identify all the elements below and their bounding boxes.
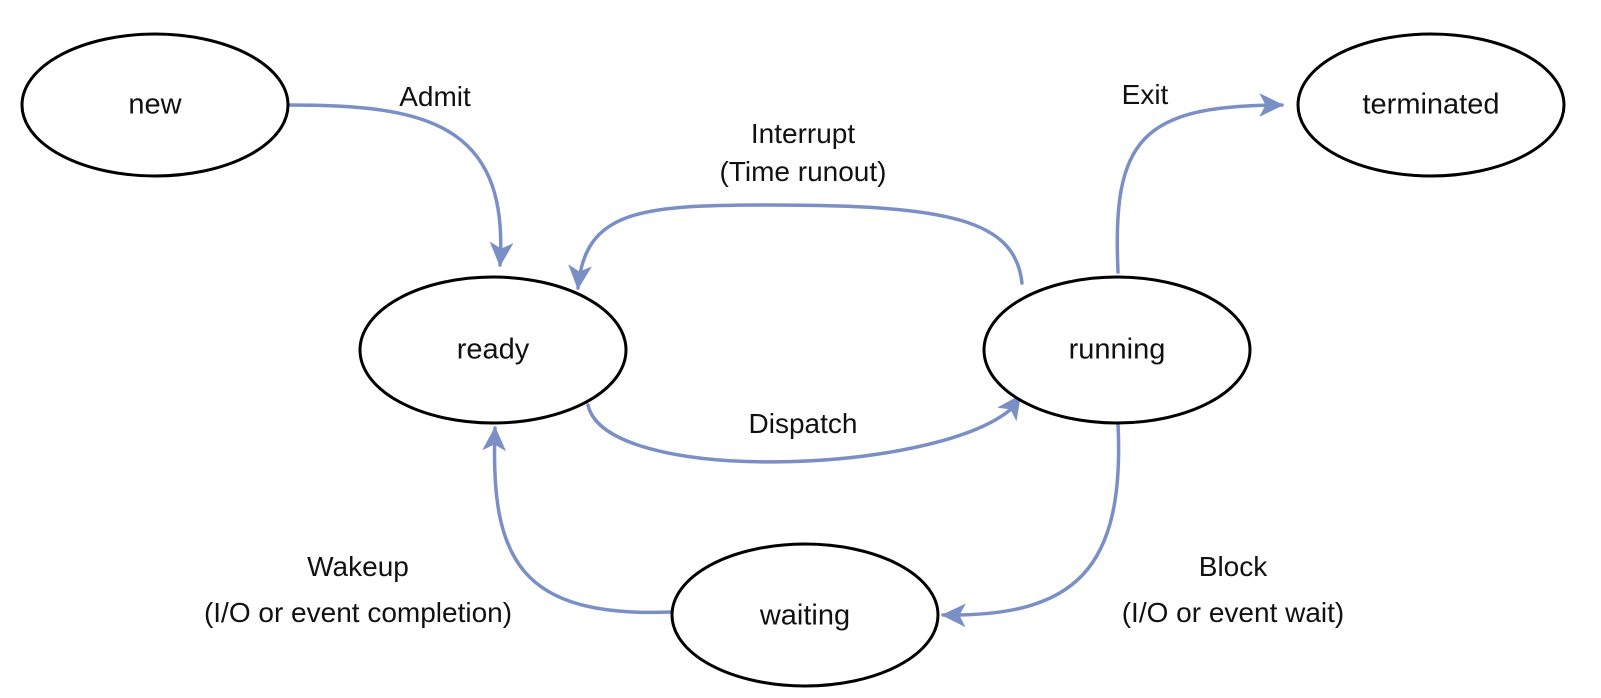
edge-wakeup-label-line2: (I/O or event completion) — [204, 597, 512, 628]
edge-wakeup-label-line1: Wakeup — [307, 551, 409, 582]
state-running-shape — [982, 275, 1252, 425]
edge-dispatch — [586, 394, 1022, 464]
state-new-label: new — [128, 89, 182, 121]
state-waiting-shape — [670, 542, 940, 688]
edge-block — [941, 421, 1121, 628]
edge-dispatch-label: Dispatch — [749, 408, 858, 439]
edges — [286, 93, 1284, 628]
state-running: running — [982, 275, 1252, 425]
edge-interrupt — [568, 203, 1024, 290]
edge-exit — [1115, 93, 1284, 274]
state-ready-shape — [358, 275, 628, 425]
edge-exit-label: Exit — [1122, 79, 1169, 110]
state-waiting: waiting — [670, 542, 940, 688]
edge-interrupt-label-line2: (Time runout) — [719, 156, 886, 187]
state-waiting-label: waiting — [759, 600, 850, 632]
edge-admit — [286, 103, 514, 267]
state-terminated: terminated — [1296, 32, 1566, 178]
state-terminated-shape — [1296, 32, 1566, 178]
state-running-label: running — [1069, 334, 1166, 366]
state-new-shape — [20, 32, 290, 178]
state-new: new — [20, 32, 290, 178]
state-terminated-label: terminated — [1362, 89, 1499, 121]
edge-wakeup — [482, 426, 674, 615]
state-ready-label: ready — [457, 334, 530, 366]
edge-block-label-line2: (I/O or event wait) — [1122, 597, 1345, 628]
edge-interrupt-label-line1: Interrupt — [751, 118, 855, 149]
edge-admit-label: Admit — [399, 81, 471, 112]
state-ready: ready — [358, 275, 628, 425]
edge-block-label-line1: Block — [1199, 551, 1268, 582]
